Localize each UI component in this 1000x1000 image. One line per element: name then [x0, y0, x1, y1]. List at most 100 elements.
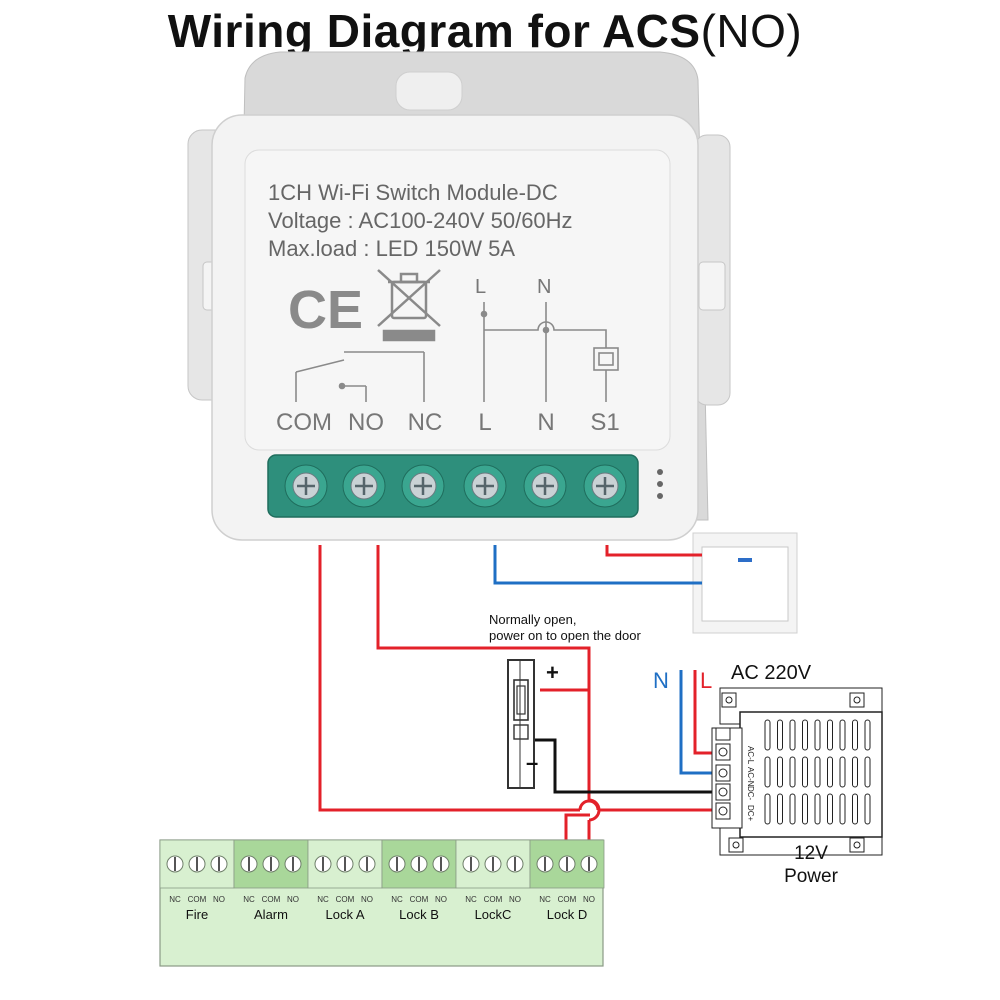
- internal-schematic: [295, 302, 619, 402]
- controller-terminal-label: NC: [465, 895, 477, 904]
- module-name-label: 1CH Wi-Fi Switch Module-DC: [268, 180, 558, 205]
- power-vents: [764, 719, 871, 825]
- title-suffix: (NO): [700, 5, 803, 57]
- power-label-ac-n: AC-N: [746, 767, 755, 787]
- vent-slot: [864, 719, 871, 751]
- vent-slot: [764, 793, 771, 825]
- controller-terminal-lock-d-nc[interactable]: [536, 855, 554, 873]
- vent-slot: [864, 793, 871, 825]
- power-terminal-ac-l[interactable]: [715, 743, 731, 761]
- terminal-screw-s1[interactable]: [583, 464, 627, 508]
- terminal-screw-com[interactable]: [284, 464, 328, 508]
- power-name-line1: 12V: [794, 843, 828, 864]
- controller-terminal-label: COM: [484, 895, 503, 904]
- switch-module: 1CH Wi-Fi Switch Module-DC Voltage : AC1…: [187, 51, 731, 541]
- vent-slot: [852, 793, 858, 825]
- controller-terminal-fire-com[interactable]: [188, 855, 206, 873]
- weee-bin-icon: [377, 269, 441, 342]
- controller-terminal-label: NO: [583, 895, 595, 904]
- lock-note-line2: power on to open the door: [489, 628, 641, 643]
- controller-terminal-lock-b-com[interactable]: [410, 855, 428, 873]
- controller-terminal-label: NC: [169, 895, 181, 904]
- controller-terminal-label: NC: [539, 895, 551, 904]
- power-name-line2: Power: [784, 866, 839, 887]
- module-load-label: Max.load : LED 150W 5A: [268, 236, 515, 261]
- lock-note-line1: Normally open,: [489, 612, 576, 627]
- lock-plus-label: +: [546, 660, 559, 685]
- controller-terminal-lock-a-nc[interactable]: [314, 855, 332, 873]
- controller-group-label: Fire: [186, 907, 208, 922]
- controller-terminal-lock-d-com[interactable]: [558, 855, 576, 873]
- controller-terminal-lockc-nc[interactable]: [462, 855, 480, 873]
- wall-switch[interactable]: [692, 532, 798, 634]
- vent-slot: [802, 756, 808, 788]
- controller-terminal-alarm-no[interactable]: [284, 855, 302, 873]
- wire-lock-minus: [535, 738, 725, 794]
- controller-terminal-label: COM: [262, 895, 281, 904]
- controller-terminal-label: NO: [509, 895, 521, 904]
- controller-terminal-alarm-nc[interactable]: [240, 855, 258, 873]
- terminal-screw-l[interactable]: [463, 464, 507, 508]
- vent-slot: [864, 756, 871, 788]
- controller-terminal-label: NC: [243, 895, 255, 904]
- controller-terminal-label: COM: [188, 895, 207, 904]
- wire-l-switch: [493, 545, 702, 585]
- power-label-ac-l: AC-L: [746, 746, 755, 765]
- vent-slot: [852, 719, 858, 751]
- wire-ac-neutral: [679, 670, 725, 775]
- module-voltage-label: Voltage : AC100-240V 50/60Hz: [268, 208, 573, 233]
- page-title: Wiring Diagram for ACS(NO): [0, 4, 970, 58]
- lock-minus-label: –: [526, 750, 538, 775]
- switch-indicator-icon: [738, 558, 752, 562]
- vent-slot: [789, 719, 796, 751]
- controller-terminal-label: COM: [336, 895, 355, 904]
- terminal-label-l: L: [478, 409, 491, 436]
- vent-slot: [802, 719, 808, 751]
- terminal-screw-n[interactable]: [523, 464, 567, 508]
- vent-slot: [777, 719, 783, 751]
- vent-slot: [814, 756, 821, 788]
- vent-slot: [852, 756, 858, 788]
- vent-slot: [802, 793, 808, 825]
- schematic-n-label: N: [537, 276, 551, 298]
- controller-terminal-fire-nc[interactable]: [166, 855, 184, 873]
- vent-slot: [777, 793, 783, 825]
- power-terminal-dc-plus[interactable]: [715, 802, 731, 820]
- vent-slot: [814, 793, 821, 825]
- controller-terminal-label: NC: [317, 895, 329, 904]
- vent-slot: [764, 756, 771, 788]
- terminal-screw-nc[interactable]: [401, 464, 445, 508]
- controller-terminal-label: NO: [213, 895, 225, 904]
- controller-group-label: Lock B: [399, 907, 439, 922]
- controller-terminal-lock-a-no[interactable]: [358, 855, 376, 873]
- wire-com-controller: [318, 545, 580, 812]
- vent-slot: [839, 719, 846, 751]
- terminal-screw-no[interactable]: [342, 464, 386, 508]
- controller-terminal-lock-b-nc[interactable]: [388, 855, 406, 873]
- controller-terminal-lock-a-com[interactable]: [336, 855, 354, 873]
- vent-slot: [827, 719, 833, 751]
- controller-terminal-alarm-com[interactable]: [262, 855, 280, 873]
- vent-slot: [789, 756, 796, 788]
- vent-slot: [764, 719, 771, 751]
- wire-no-lock: [376, 545, 591, 690]
- controller-terminal-lock-d-no[interactable]: [580, 855, 598, 873]
- title-text: Wiring Diagram for ACS: [167, 5, 701, 57]
- power-terminal-ac-n[interactable]: [715, 764, 731, 782]
- controller-terminal-lockc-no[interactable]: [506, 855, 524, 873]
- vent-slot: [827, 756, 833, 788]
- terminal-label-n: N: [537, 409, 554, 436]
- ac-220v-label: AC 220V: [731, 662, 812, 684]
- controller-terminal-fire-no[interactable]: [210, 855, 228, 873]
- vent-slot: [839, 756, 846, 788]
- terminal-label-s1: S1: [590, 409, 619, 436]
- controller-terminal-label: COM: [558, 895, 577, 904]
- ce-mark-icon: CE: [288, 280, 363, 340]
- power-terminal-dc-minus[interactable]: [715, 783, 731, 801]
- controller-terminal-lockc-com[interactable]: [484, 855, 502, 873]
- controller-terminal-lock-b-no[interactable]: [432, 855, 450, 873]
- terminal-label-nc: NC: [408, 409, 443, 436]
